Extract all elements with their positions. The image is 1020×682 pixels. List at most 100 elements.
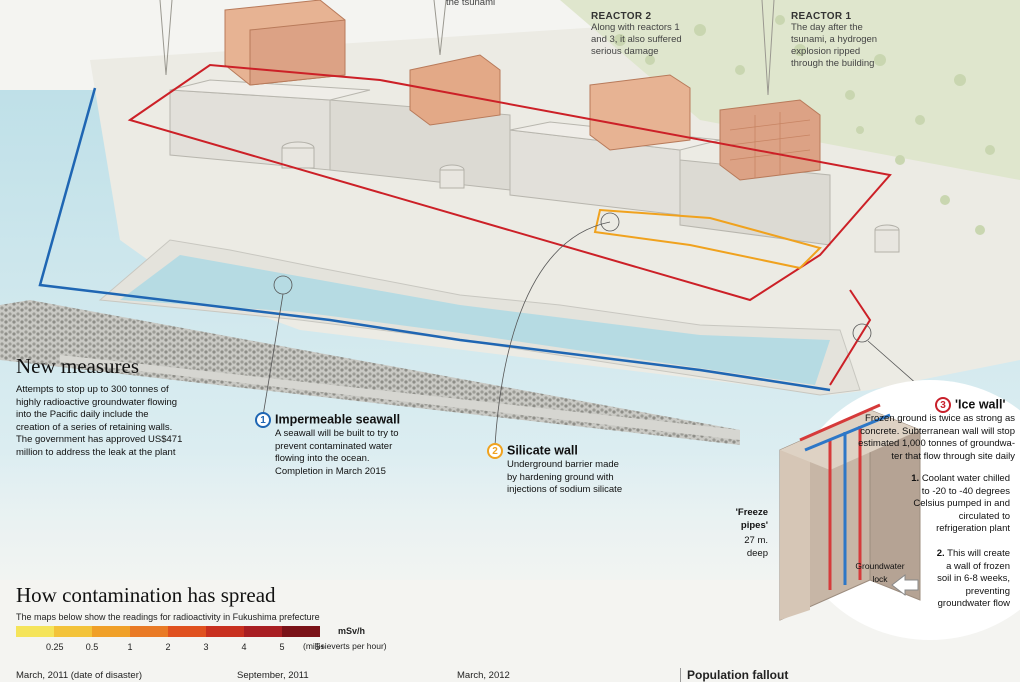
map-2-date: September, 2011 — [237, 670, 309, 681]
reactor-1-desc-line: through the building — [791, 58, 875, 69]
trees — [614, 15, 995, 235]
groundwater-line: Groundwater — [855, 561, 905, 571]
freeze-pipes-line: 'Freeze — [735, 507, 768, 518]
step-2-line: soil in 6-8 weeks, — [937, 573, 1010, 584]
groundwater-line: lock — [872, 573, 888, 584]
callout-3-badge: 3 — [935, 397, 951, 413]
step-1-line: refrigeration plant — [936, 523, 1010, 534]
reactor-2-desc-line: and 3, it also suffered — [591, 34, 682, 45]
callout-2-marker — [600, 212, 620, 232]
contamination-title: How contamination has spread — [16, 583, 276, 607]
callout-1-line: flowing into the ocean. — [275, 453, 370, 464]
callout-2-title: Silicate wall — [507, 443, 578, 458]
storage-tanks — [281, 141, 900, 253]
reactor-2 — [589, 74, 691, 151]
reactor-1-label: REACTOR 1 The day after the tsunami, a h… — [791, 11, 891, 70]
legend-swatch — [282, 626, 320, 637]
freeze-pipes-depth: deep — [746, 547, 768, 559]
step-2-line: groundwater flow — [937, 598, 1010, 609]
contamination-section: How contamination has spread The maps be… — [16, 583, 576, 622]
legend-swatch — [54, 626, 92, 637]
callout-1-badge: 1 — [255, 412, 271, 428]
legend-label: 0.25 — [46, 642, 64, 652]
map-header-2: September, 2011 — [237, 670, 309, 681]
smokestacks — [159, 0, 775, 96]
new-measures-line: into the Pacific daily include the — [16, 409, 149, 420]
seawall-line — [38, 87, 831, 392]
new-measures-line: million to address the leak at the plant — [16, 446, 176, 458]
new-measures-line: Attempts to stop up to 300 tonnes of — [16, 384, 169, 395]
new-measures-line: The government has approved US$471 — [16, 434, 183, 445]
callout-ice-wall: 3 'Ice wall' Frozen ground is twice as st… — [840, 397, 1015, 463]
reactor-1-desc-line: explosion ripped — [791, 46, 861, 57]
legend-label: 2 — [165, 642, 171, 652]
legend-label: 4 — [241, 642, 247, 652]
ice-wall-cutaway — [779, 380, 1020, 640]
callout-3-marker — [852, 323, 872, 343]
callout-1-line: A seawall will be built to try to — [275, 428, 399, 439]
groundwater-lock-label: Groundwater lock — [850, 560, 910, 585]
new-measures-panel: New measures Attempts to stop up to 300 … — [16, 354, 216, 459]
reactor-2-label: REACTOR 2 Along with reactors 1 and 3, i… — [591, 11, 701, 58]
callout-3-line: Frozen ground is twice as strong as — [865, 413, 1015, 424]
ice-wall-boundary — [127, 63, 892, 302]
reactor-1-desc-line: The day after the — [791, 22, 863, 33]
legend-swatch — [92, 626, 130, 637]
breakwater — [0, 300, 740, 445]
legend-unit: mSv/h — [338, 626, 366, 636]
reactor-buildings — [224, 0, 821, 181]
new-measures-title: New measures — [16, 354, 140, 378]
callout-1-line: prevent contaminated water — [275, 440, 393, 452]
legend-swatch — [16, 626, 54, 637]
callout-1-title: Impermeable seawall — [275, 412, 401, 427]
legend-unit-long: (millisieverts per hour) — [303, 641, 387, 651]
ice-wall-step-1: 1. Coolant water chilled to -20 to -40 d… — [895, 473, 1010, 536]
reactor-2-desc-line: Along with reactors 1 — [591, 22, 680, 33]
ice-wall-seaward — [829, 289, 872, 386]
map-3-date: March, 2012 — [457, 670, 510, 681]
harbour-basin — [120, 255, 830, 385]
reactor-3 — [409, 54, 501, 126]
callout-3-title: 'Ice wall' — [955, 397, 1006, 412]
step-2-line: preventing — [965, 585, 1010, 597]
freeze-pipes-label: 'Freeze pipes' 27 m. deep — [718, 507, 768, 560]
legend-label: 5 — [279, 642, 285, 652]
map-header-3: March, 2012 — [457, 670, 510, 681]
ice-wall-step-2: 2. This will create a wall of frozen soi… — [925, 548, 1010, 611]
step-1-line: to -20 to -40 degrees — [921, 485, 1010, 497]
contamination-subtitle: The maps below show the readings for rad… — [16, 612, 320, 622]
reactor-top-note: the tsunami — [446, 0, 496, 8]
step-1-line: Coolant water chilled — [921, 473, 1010, 484]
new-measures-line: highly radioactive groundwater flowing — [16, 396, 178, 408]
callout-2-line: by hardening ground with — [507, 471, 614, 483]
legend-label: 1 — [127, 642, 133, 652]
callout-2-line: Underground barrier made — [507, 459, 619, 470]
new-measures-line: creation of a series of retaining walls. — [16, 421, 173, 433]
step-1-line: circulated to — [958, 510, 1010, 522]
step-1-line: Celsius pumped in and — [913, 498, 1010, 509]
reactor-1-desc-line: tsunami, a hydrogen — [791, 34, 878, 45]
callout-2-line: injections of sodium silicate — [507, 484, 623, 495]
map-1-note: (date of disaster) — [70, 670, 143, 681]
callout-3-line: concrete. Subterranean wall will stop — [860, 425, 1015, 437]
callout-3-line: estimated 1,000 tonnes of groundwa- — [858, 438, 1015, 449]
legend-swatch — [206, 626, 244, 637]
freeze-pipes-depth: 27 m. — [744, 535, 768, 546]
step-2-number: 2. — [936, 548, 945, 559]
legend-swatch — [168, 626, 206, 637]
legend-label: 5+ — [314, 642, 326, 652]
step-1-number: 1. — [911, 473, 920, 484]
freeze-pipes-line: pipes' — [740, 519, 768, 531]
reactor-2-desc-line: serious damage — [591, 46, 659, 57]
callout-3-line: ter that flow through site daily — [891, 450, 1015, 462]
silicate-wall-zone — [593, 208, 822, 270]
map-1-date: March, 2011 — [16, 670, 69, 681]
callout-2-badge: 2 — [487, 443, 503, 459]
legend-swatch — [244, 626, 282, 637]
step-2-line: This will create — [947, 548, 1010, 559]
legend-label: 3 — [203, 642, 209, 652]
population-fallout-title: Population fallout — [680, 668, 788, 682]
